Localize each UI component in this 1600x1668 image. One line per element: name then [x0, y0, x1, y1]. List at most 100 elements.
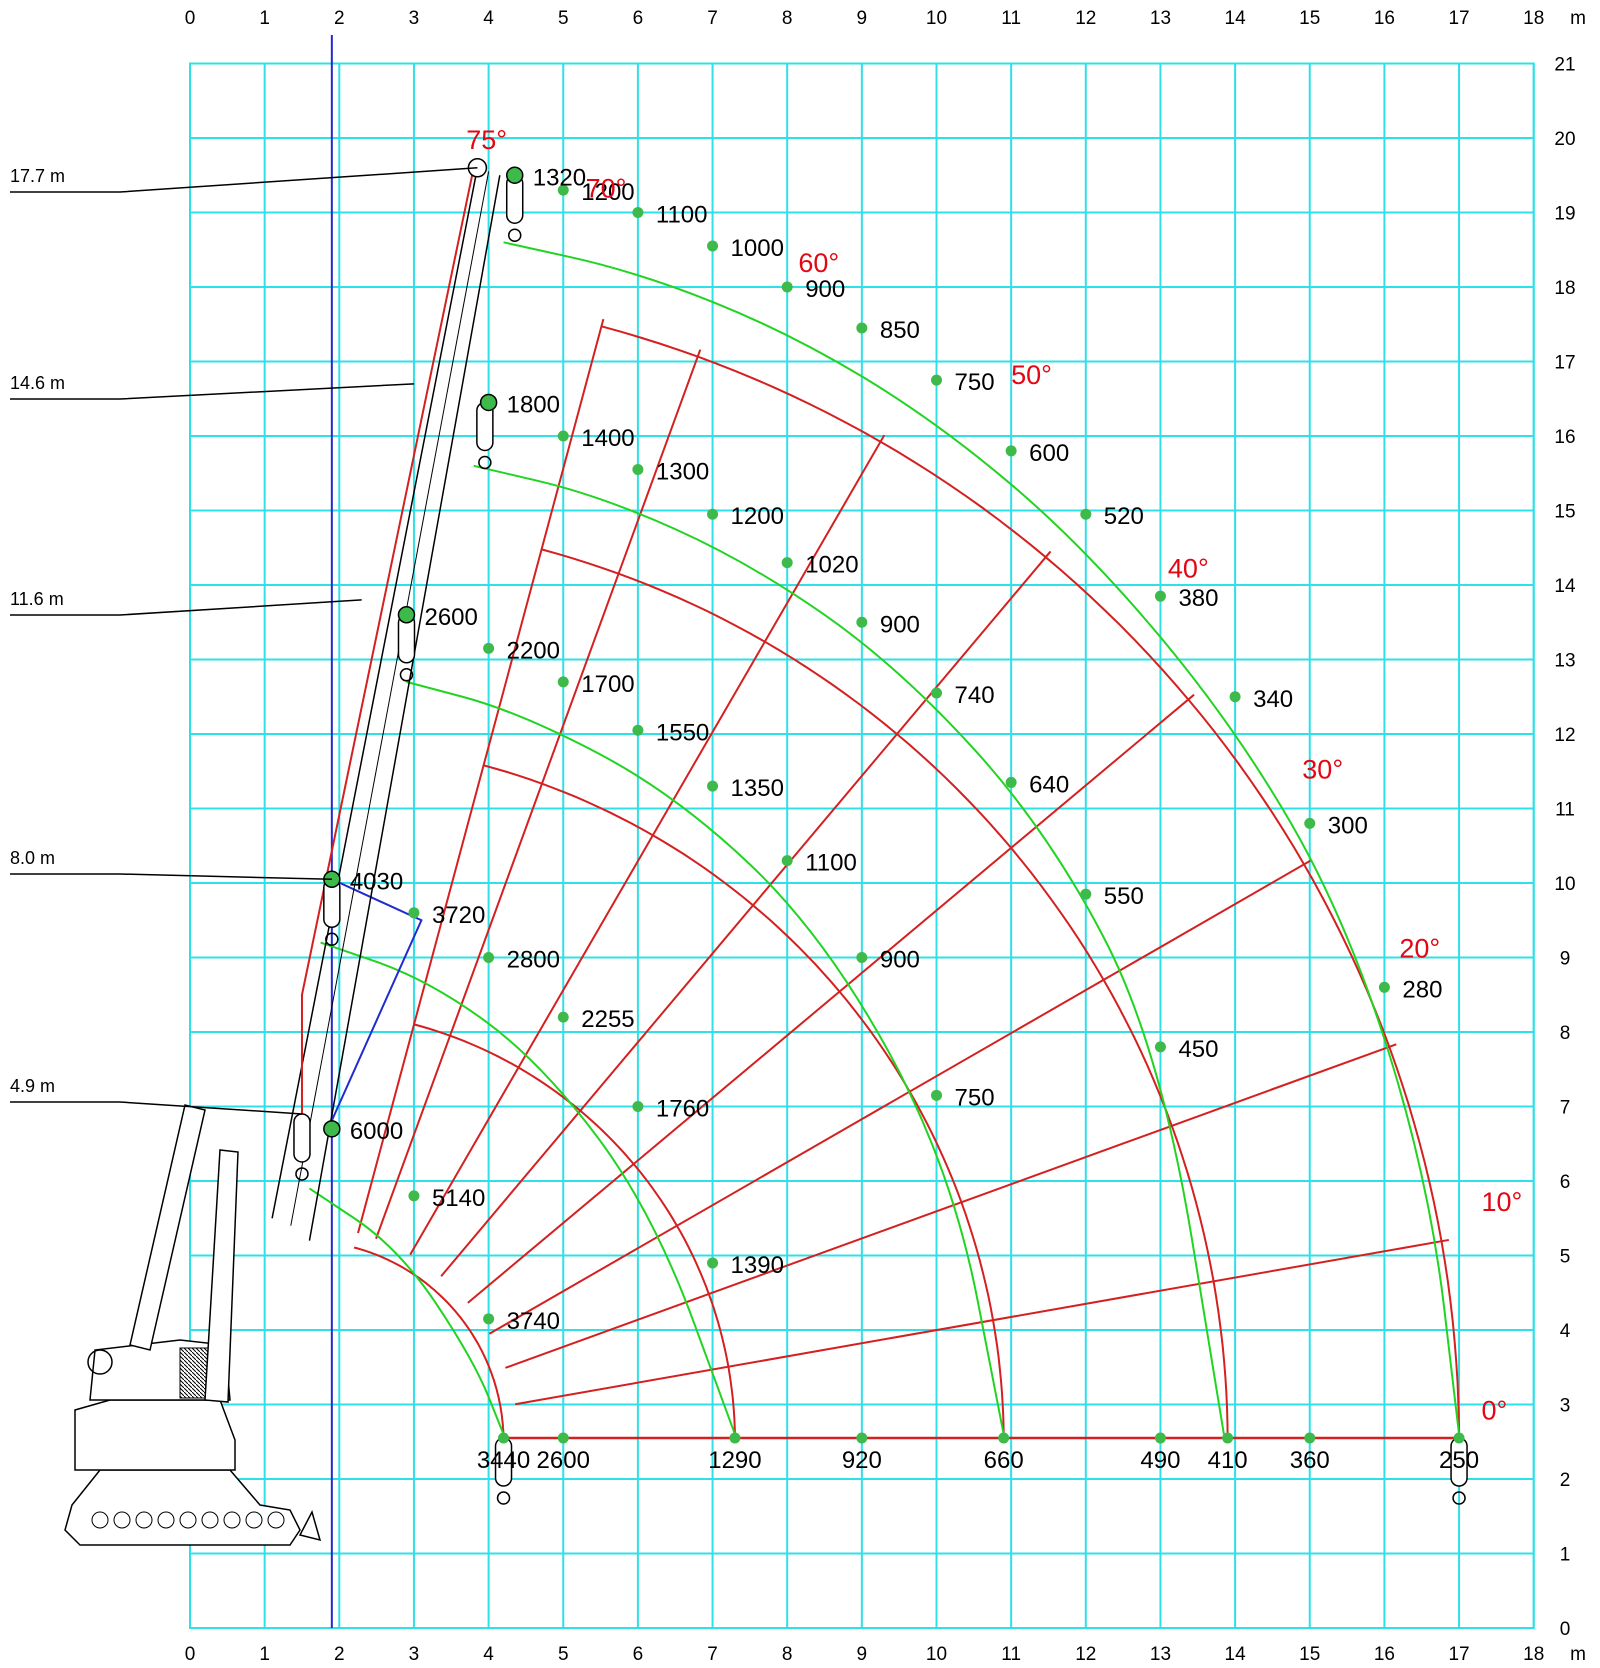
capacity-point [1080, 888, 1092, 900]
capacity-point [323, 1120, 341, 1138]
capacity-point [931, 687, 942, 699]
x-tick-bottom: 3 [409, 1644, 420, 1665]
boom-length-leader [10, 1101, 303, 1115]
boom-arc [483, 764, 1005, 1442]
boom-length-label: 8.0 m [10, 848, 55, 868]
capacity-label: 850 [880, 317, 920, 344]
x-tick-bottom: 7 [707, 1644, 718, 1665]
angle-ray [409, 434, 886, 1256]
x-tick-bottom: 16 [1374, 1644, 1395, 1665]
hydraulic-cylinder [204, 1149, 239, 1403]
x-tick-bottom: 11 [1001, 1644, 1021, 1665]
y-tick: 14 [1554, 576, 1576, 597]
y-tick: 18 [1554, 278, 1575, 299]
capacity-point [707, 240, 719, 252]
boom-tip-path [300, 167, 475, 1114]
x-tick-bottom: 13 [1150, 1644, 1171, 1665]
capacity-label: 1200 [731, 503, 784, 530]
capacity-label: 410 [1208, 1447, 1248, 1474]
boom-length-label: 14.6 m [10, 373, 65, 393]
x-tick-top: 13 [1150, 8, 1171, 29]
x-tick-top: 6 [633, 8, 644, 29]
y-tick: 0 [1560, 1619, 1571, 1640]
capacity-point [781, 557, 793, 569]
crane-body [74, 1399, 236, 1471]
x-tick-top: 17 [1448, 8, 1469, 29]
capacity-label: 340 [1253, 686, 1293, 713]
capacity-label: 600 [1029, 440, 1069, 467]
y-tick: 16 [1554, 427, 1575, 448]
angle-ray [467, 693, 1195, 1304]
capacity-point [1005, 445, 1017, 457]
capacity-label: 1350 [731, 775, 784, 802]
capacity-label: 380 [1178, 585, 1218, 612]
capacity-label: 280 [1402, 976, 1442, 1003]
capacity-label: 1800 [507, 391, 560, 418]
track-roller [113, 1511, 131, 1529]
capacity-point [632, 207, 644, 218]
capacity-label: 1000 [731, 235, 784, 262]
boom-arc [601, 325, 1461, 1442]
capacity-point [856, 952, 868, 963]
capacity-label: 750 [955, 369, 995, 396]
y-tick: 1 [1560, 1545, 1571, 1566]
capacity-label: 750 [955, 1084, 995, 1111]
x-tick-top: 2 [334, 8, 345, 29]
capacity-point [707, 1257, 719, 1269]
y-tick: 9 [1560, 949, 1571, 970]
capacity-point [781, 855, 793, 867]
capacity-point [729, 1432, 741, 1444]
track-roller [245, 1511, 263, 1529]
x-tick-bottom: 5 [558, 1644, 569, 1665]
angle-ray [357, 318, 605, 1234]
x-unit-top: m [1570, 8, 1586, 29]
capacity-point [408, 1190, 420, 1202]
capacity-point [1154, 1041, 1166, 1053]
capacity-label: 900 [880, 947, 920, 974]
capacity-label: 900 [880, 611, 920, 638]
capacity-point [856, 616, 868, 628]
capacity-point [856, 322, 868, 334]
capacity-point [557, 1011, 569, 1023]
capacity-point [557, 1432, 569, 1444]
capacity-label: 3440 [477, 1447, 530, 1474]
capacity-point [479, 393, 498, 412]
hook-curve [406, 680, 1005, 1435]
capacity-label: 1100 [805, 850, 857, 877]
capacity-point [1378, 981, 1390, 993]
boom-length-leader [10, 167, 478, 193]
limit-segment [327, 878, 423, 1130]
capacity-label: 2800 [507, 947, 560, 974]
x-tick-top: 5 [558, 8, 569, 29]
capacity-labels: 6000514037403440403037202800225517601390… [350, 164, 1479, 1474]
hook-curve [308, 1187, 505, 1435]
boom-base [129, 1104, 206, 1351]
capacity-point [1222, 1432, 1234, 1444]
y-tick: 3 [1560, 1396, 1571, 1417]
boom-edge [308, 175, 501, 1241]
y-tick: 17 [1554, 353, 1575, 374]
x-tick-bottom: 15 [1299, 1644, 1320, 1665]
capacity-label: 300 [1328, 812, 1368, 839]
capacity-label: 2200 [507, 637, 560, 664]
angle-label: 50° [1011, 360, 1052, 390]
y-tick: 10 [1554, 874, 1575, 895]
x-tick-top: 14 [1225, 8, 1247, 29]
capacity-point [632, 724, 644, 736]
x-tick-top: 0 [185, 8, 196, 29]
boom-arc [541, 548, 1229, 1442]
hook [496, 1491, 511, 1505]
y-tick: 13 [1554, 651, 1575, 672]
capacity-label: 1760 [656, 1096, 709, 1123]
winch-drum [87, 1349, 113, 1375]
capacity-label: 3720 [432, 902, 485, 929]
track-roller [201, 1511, 219, 1529]
y-tick: 11 [1555, 800, 1575, 821]
hook [507, 228, 522, 242]
angle-label: 0° [1481, 1395, 1507, 1425]
capacity-label: 1100 [656, 202, 708, 229]
x-tick-bottom: 0 [185, 1644, 196, 1665]
angle-ray [488, 859, 1311, 1335]
capacity-point [1154, 590, 1166, 602]
